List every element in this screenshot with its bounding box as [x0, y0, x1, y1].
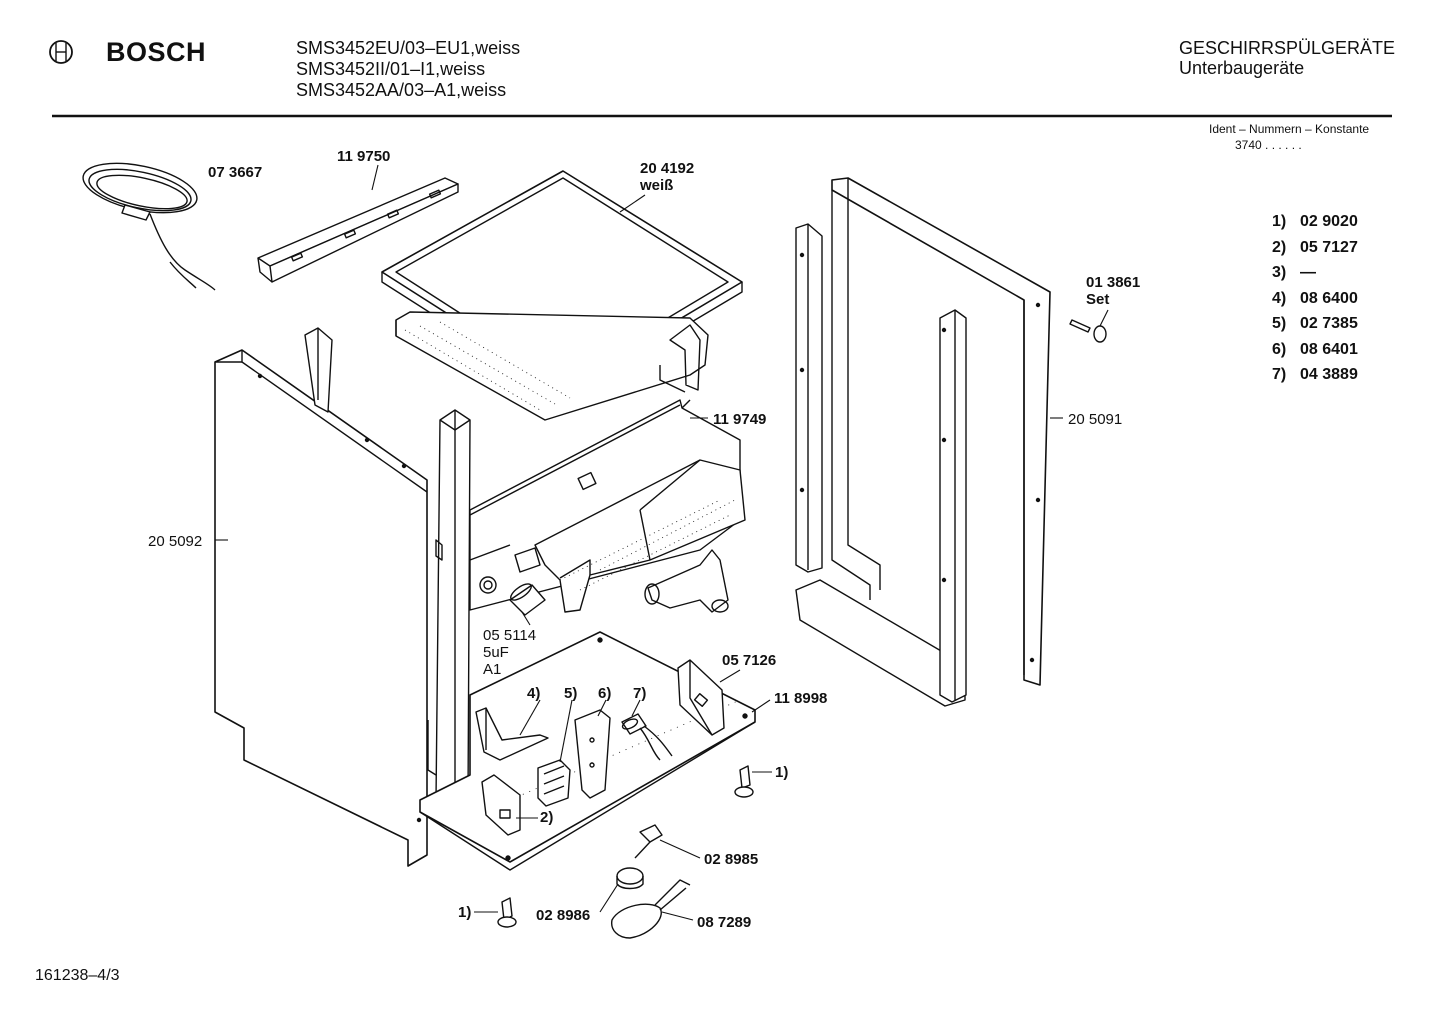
label-lid: 20 4192: [640, 160, 695, 177]
key-num: 3): [1272, 264, 1287, 281]
label-base: 11 8998: [774, 690, 828, 707]
label-switch: 02 8985: [704, 851, 759, 868]
key-row: 5) 02 7385: [1272, 315, 1358, 341]
left-vertical-rail-icon: [304, 327, 333, 413]
leader-lines: [215, 164, 1109, 921]
key-part: 08 6401: [1300, 340, 1358, 358]
key-list: 1) 02 9020 2) 05 7127 3) — 4) 08 6400 5) 02 7…: [1272, 213, 1358, 392]
model-line-1: SMS3452EU/03–EU1,weiss: [296, 38, 521, 58]
ident-title: Ident – Nummern – Konstante: [1209, 122, 1370, 136]
subcategory-title: Unterbaugeräte: [1179, 58, 1305, 78]
label-bracket: 11 9749: [713, 411, 767, 428]
label-ref-1-left: 1): [458, 904, 472, 921]
label-float: 02 8986: [536, 907, 591, 924]
key-num: 2): [1272, 238, 1287, 256]
part2-bracket-icon: [481, 774, 521, 836]
key-num: 6): [1272, 340, 1287, 358]
key-part: 02 7385: [1300, 315, 1358, 332]
label-holder: 05 7126: [722, 652, 777, 669]
adjustable-foot-left-icon: [497, 897, 517, 928]
mounting-plate-icon: [574, 709, 611, 799]
category-title: GESCHIRRSPÜLGERÄTE: [1179, 38, 1396, 58]
label-capacitor: 05 5114: [483, 627, 537, 644]
holder-bracket-icon: [677, 659, 725, 736]
ident-value: 3740 . . . . . .: [1235, 138, 1302, 152]
pump-bracket-icon: [475, 707, 549, 761]
brand-name: BOSCH: [106, 37, 207, 67]
foam-duct-icon: [534, 459, 746, 613]
label-rail: 11 9750: [337, 148, 391, 165]
label-screw-set-note: Set: [1086, 291, 1110, 308]
float-icon: [616, 867, 644, 890]
label-right-panel: 20 5091: [1068, 411, 1123, 428]
key-row: 7) 04 3889: [1272, 366, 1358, 392]
key-row: 4) 08 6400: [1272, 290, 1358, 316]
label-screw-set: 01 3861: [1086, 274, 1141, 291]
filter-wires-icon: [621, 713, 673, 761]
label-ref-6: 6): [598, 685, 612, 702]
model-line-2: SMS3452II/01–I1,weiss: [296, 59, 486, 79]
sensor-icon: [611, 879, 691, 939]
key-row: 2) 05 7127: [1272, 239, 1358, 265]
key-part: 04 3889: [1300, 366, 1358, 383]
key-num: 7): [1272, 366, 1287, 383]
capacitor-icon: [509, 583, 546, 616]
key-num: 4): [1272, 289, 1287, 307]
label-ref-2: 2): [540, 809, 554, 826]
terminal-block-icon: [537, 759, 571, 807]
key-num: 5): [1272, 315, 1287, 332]
level-switch-icon: [634, 824, 663, 859]
label-left-panel: 20 5092: [148, 533, 203, 550]
key-part: —: [1300, 264, 1316, 281]
key-num: 1): [1272, 213, 1287, 230]
key-row: 1) 02 9020: [1272, 213, 1358, 239]
right-rear-rail-icon: [795, 223, 966, 707]
label-sensor: 08 7289: [697, 914, 752, 931]
label-lid-color: weiß: [640, 177, 674, 194]
label-ref-1-right: 1): [775, 764, 789, 781]
label-ref-5: 5): [564, 685, 578, 702]
top-rail-icon: [257, 177, 459, 283]
right-inner-rail-icon: [939, 309, 967, 703]
key-part: 05 7127: [1300, 238, 1358, 256]
key-row: 6) 08 6401: [1272, 341, 1358, 367]
doc-number: 161238–4/3: [35, 967, 120, 984]
key-part: 08 6400: [1300, 289, 1358, 307]
front-vertical-rail-icon: [427, 409, 471, 813]
insulation-mat-icon: [395, 311, 709, 421]
screw-set-icon: [1069, 319, 1107, 343]
power-cable-icon: [82, 162, 216, 291]
key-row: 3) —: [1272, 264, 1358, 290]
key-part: 02 9020: [1300, 213, 1358, 230]
bosch-logo-icon: [49, 40, 73, 64]
label-capacitor-variant: A1: [483, 661, 502, 678]
label-cable: 07 3667: [208, 164, 263, 181]
right-side-frame-icon: [831, 177, 1051, 686]
hose-connector-icon: [644, 549, 729, 613]
label-ref-7: 7): [633, 685, 647, 702]
label-capacitor-value: 5uF: [483, 644, 509, 661]
adjustable-foot-right-icon: [734, 765, 754, 798]
left-side-panel-icon: [214, 349, 428, 867]
model-line-3: SMS3452AA/03–A1,weiss: [296, 80, 507, 100]
label-ref-4: 4): [527, 685, 541, 702]
